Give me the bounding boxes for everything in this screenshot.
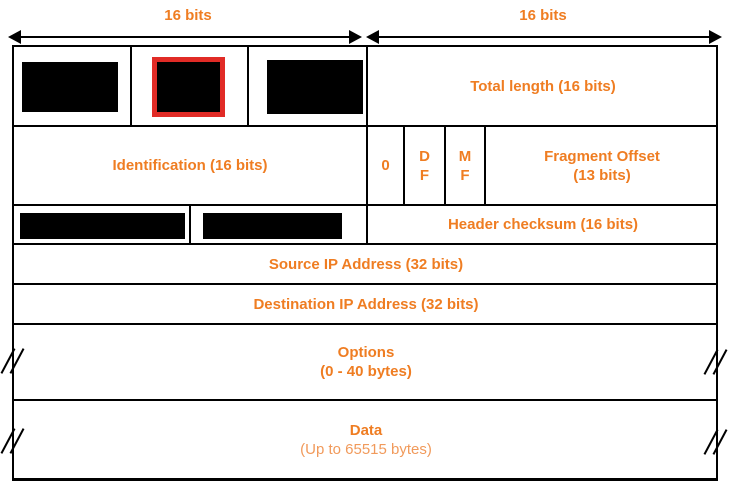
grid-line-row3-cell1 bbox=[189, 204, 191, 244]
field-identification: Identification (16 bits) bbox=[112, 157, 268, 174]
break-mark-icon bbox=[703, 426, 730, 458]
field-destination-ip: Destination IP Address (32 bits) bbox=[253, 295, 479, 313]
arrow-left-head-icon bbox=[8, 30, 21, 44]
right-half-width-label: 16 bits bbox=[519, 7, 567, 24]
arrow-left-head-icon bbox=[366, 30, 379, 44]
grid-line-row5-row6 bbox=[12, 323, 718, 325]
grid-line-row6-row7 bbox=[12, 399, 718, 401]
field-flag-mf: M F bbox=[458, 147, 472, 184]
arrow-right-head-icon bbox=[709, 30, 722, 44]
highlighted-redacted-field-box bbox=[152, 57, 225, 117]
redacted-field-box bbox=[20, 213, 185, 239]
table-outer-border bbox=[12, 45, 718, 481]
grid-line-row1-cell1 bbox=[130, 45, 132, 127]
field-data: Data (Up to 65515 bytes) bbox=[300, 422, 432, 458]
grid-line-row1-row2 bbox=[12, 125, 718, 127]
field-options: Options (0 - 40 bytes) bbox=[320, 344, 412, 380]
field-fragment-offset: Fragment Offset (13 bits) bbox=[544, 147, 660, 184]
left-half-width-label: 16 bits bbox=[164, 7, 212, 24]
field-flag-zero: 0 bbox=[381, 157, 390, 174]
field-total-length: Total length (16 bits) bbox=[470, 77, 616, 95]
redacted-field-box bbox=[203, 213, 342, 239]
grid-line-row1-cell2 bbox=[247, 45, 249, 127]
field-source-ip: Source IP Address (32 bits) bbox=[268, 255, 464, 273]
grid-line-flag-df bbox=[444, 125, 446, 205]
right-span-arrow bbox=[366, 30, 722, 44]
grid-line-row4-row5 bbox=[12, 283, 718, 285]
grid-line-row3-row4 bbox=[12, 243, 718, 245]
break-mark-icon bbox=[0, 345, 27, 377]
grid-line-flag-mf bbox=[484, 125, 486, 205]
left-span-arrow bbox=[8, 30, 362, 44]
field-header-checksum: Header checksum (16 bits) bbox=[447, 216, 639, 233]
redacted-field-box bbox=[267, 60, 363, 114]
grid-line-center-divider bbox=[366, 45, 368, 245]
arrow-right-head-icon bbox=[349, 30, 362, 44]
grid-line-row2-row3 bbox=[12, 204, 718, 206]
redacted-field-box bbox=[22, 62, 118, 112]
field-flag-df: D F bbox=[419, 147, 430, 184]
break-mark-icon bbox=[0, 425, 27, 457]
break-mark-icon bbox=[703, 346, 730, 378]
grid-line-flag-zero bbox=[403, 125, 405, 205]
